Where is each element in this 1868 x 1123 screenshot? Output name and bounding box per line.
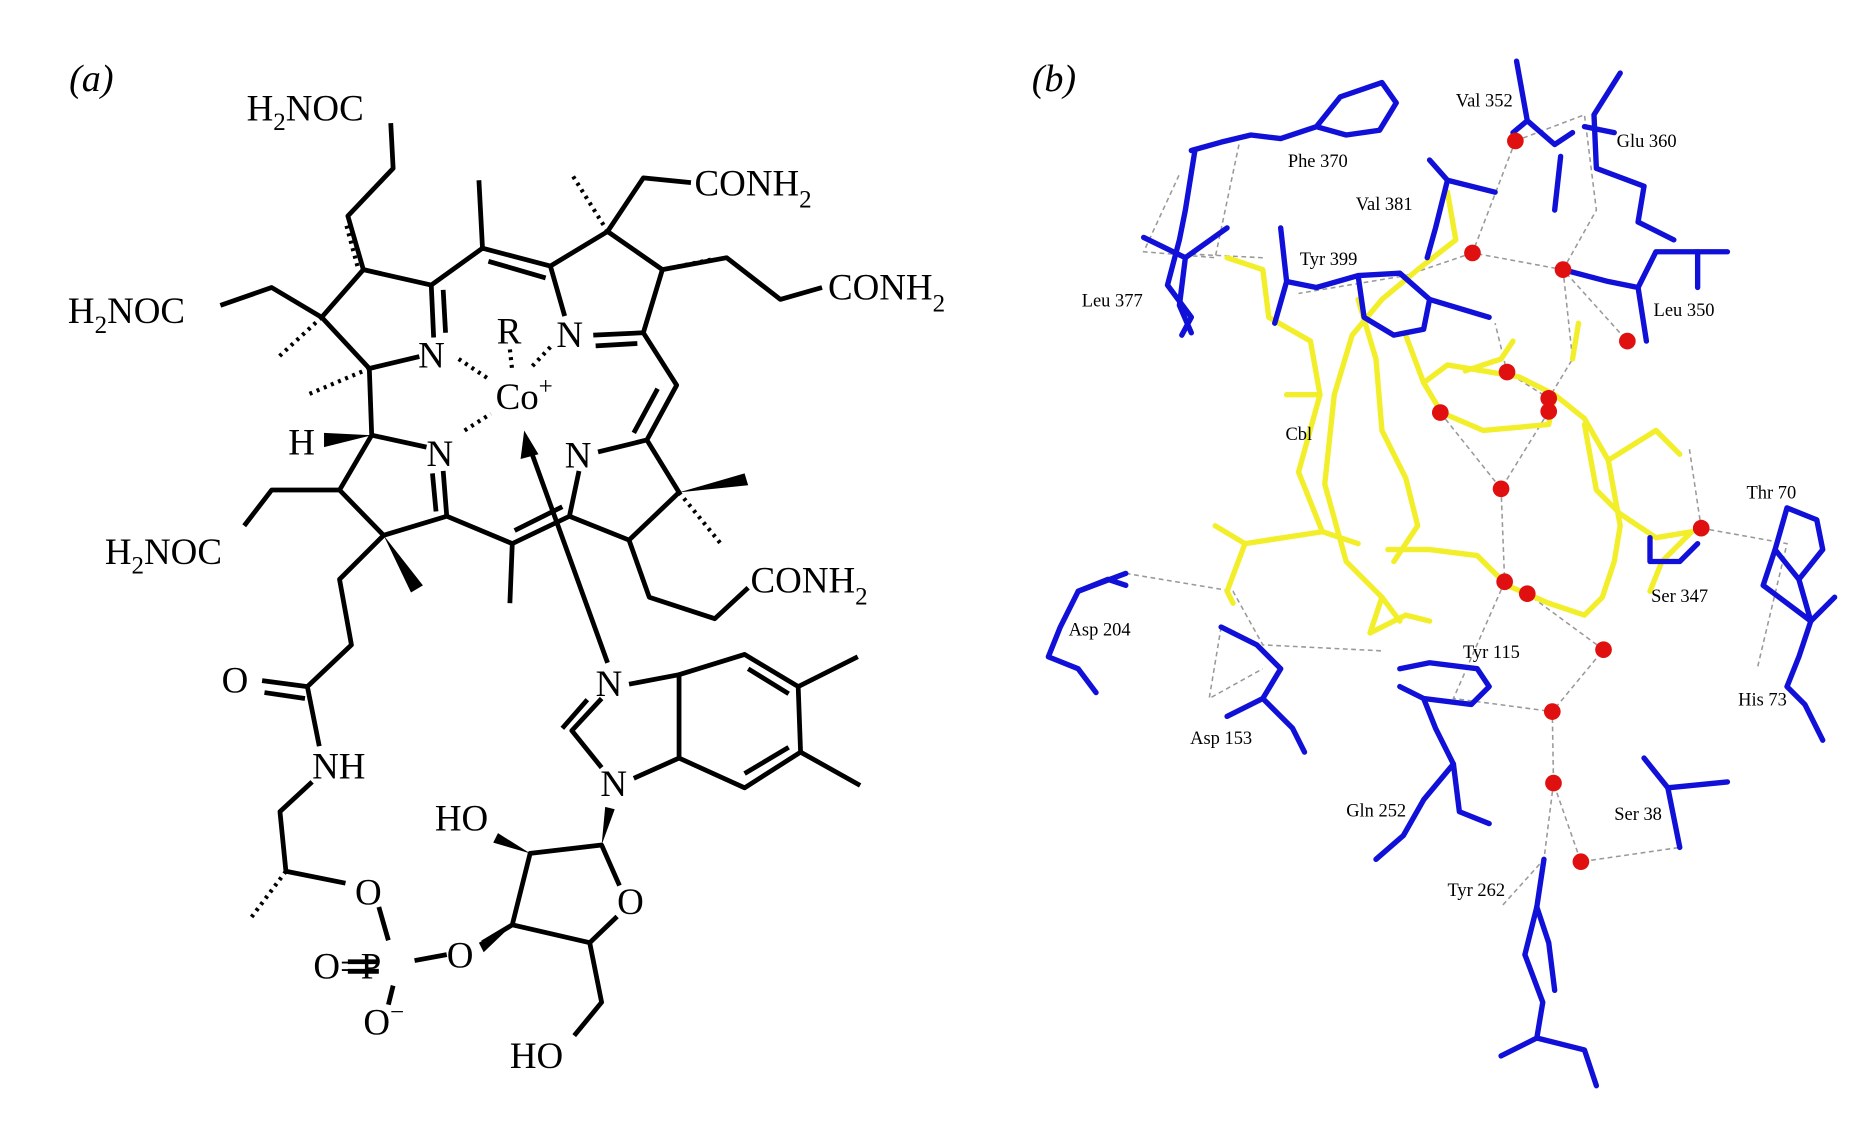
atom-o-ester: O [355,872,382,913]
residue-label: Tyr 115 [1463,642,1520,662]
residue-label: Glu 360 [1617,131,1677,151]
atom-ho-top: HO [435,798,488,839]
ring-to-nitrogen-bonds [368,265,648,517]
h2noc-top-label: H2NOC [247,88,364,137]
residue-label: Tyr 262 [1447,880,1505,900]
panel-a-cobalamin-structure: (a) [68,58,945,1076]
atom-n-imid1: N [596,663,623,704]
residue-label: Ser 347 [1651,586,1708,606]
substituent-bonds [219,122,823,1038]
residue-label: Thr 70 [1746,482,1796,502]
protein-residue-sticks [1045,58,1838,1089]
h2noc-left-label: H2NOC [68,290,185,339]
atom-r: R [497,310,522,351]
residue-labels: Val 352 Phe 370 Glu 360 Val 381 Tyr 399 … [1069,90,1797,900]
conh2-right-label: CONH2 [828,266,945,317]
residue-label: His 73 [1738,690,1787,710]
atom-o-link: O [447,935,474,976]
panel-a-label: (a) [69,58,113,100]
residue-label: Cbl [1285,424,1312,444]
atom-o-ring: O [617,881,644,922]
atom-ho-bottom: HO [510,1035,563,1076]
panel-b-label: (b) [1032,58,1076,100]
atom-h: H [288,421,315,462]
conh2-top-label: CONH2 [695,163,812,214]
residue-label: Asp 204 [1069,619,1131,639]
residue-label: Tyr 399 [1300,249,1358,269]
residue-label: Leu 350 [1654,300,1715,320]
atom-phosphate: O=P [313,945,381,986]
atom-n3: N [426,433,453,474]
corrin-ring [319,229,682,547]
atom-cobalt: Co+ [496,374,553,417]
atom-n1: N [418,334,445,375]
atom-n4: N [565,434,592,475]
atom-n-imid2: N [600,763,627,804]
atom-o-minus: O− [363,999,404,1042]
residue-label: Asp 153 [1190,728,1252,748]
residue-label: Gln 252 [1346,800,1406,820]
benzimidazole [560,652,862,791]
coordination-arrows [457,345,610,664]
atom-o-amide: O [222,660,249,701]
residue-label: Ser 38 [1614,804,1662,824]
panel-b-binding-site: (b) [1032,58,1838,1089]
water-molecules [1431,132,1710,871]
conh2-lower-label: CONH2 [751,559,868,610]
residue-label: Phe 370 [1288,151,1348,171]
residue-label: Val 381 [1356,194,1413,214]
residue-label: Val 352 [1456,90,1513,110]
atom-nh: NH [312,745,365,786]
atom-n2: N [556,314,583,355]
h2noc-lower-label: H2NOC [105,531,222,580]
residue-label: Leu 377 [1082,291,1143,311]
